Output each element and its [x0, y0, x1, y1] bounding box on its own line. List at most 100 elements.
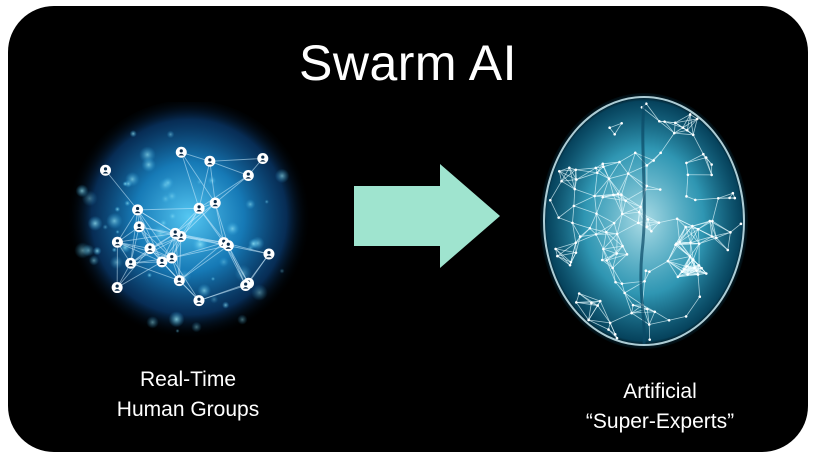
- brain-node: [708, 219, 712, 223]
- brain-node: [676, 275, 680, 279]
- brain-mesh-line: [692, 134, 704, 155]
- brain-mesh-line: [603, 233, 618, 250]
- bokeh-dot: [251, 284, 268, 301]
- person-node-icon: [193, 202, 205, 214]
- network-link: [105, 169, 138, 211]
- brain-mesh-line: [716, 237, 729, 251]
- brain-node: [726, 248, 730, 252]
- brain-mesh-line: [602, 161, 620, 165]
- brain-mesh-line: [667, 256, 691, 262]
- network-link: [137, 209, 176, 234]
- brain-mesh-line: [588, 305, 599, 321]
- brain-mesh-line: [576, 167, 596, 180]
- brain-mesh-line: [613, 222, 618, 235]
- brain-node: [560, 179, 563, 183]
- brain-node: [633, 151, 637, 155]
- brain-node: [624, 199, 627, 202]
- brain-node: [675, 217, 679, 221]
- brain-mesh-line: [573, 205, 597, 215]
- brain-mesh-line: [603, 245, 623, 250]
- brain-mesh-line: [621, 200, 626, 215]
- brain-mesh-line: [619, 161, 629, 174]
- brain-node: [575, 178, 578, 181]
- brain-mesh-line: [573, 195, 595, 207]
- brain-node: [684, 315, 688, 318]
- brain-mesh-line: [642, 304, 655, 313]
- brain-node: [715, 236, 718, 240]
- brain-node: [691, 258, 695, 261]
- brain-mesh-line: [606, 245, 623, 261]
- brain-mesh-line: [595, 231, 607, 235]
- brain-mesh-line: [557, 255, 571, 266]
- brain-node: [684, 225, 687, 229]
- brain-node: [673, 121, 677, 125]
- brain-mesh-line: [631, 305, 634, 314]
- right-caption-line1: Artificial: [623, 380, 697, 403]
- brain-mesh-line: [667, 260, 685, 270]
- brain-mesh-line: [597, 172, 610, 180]
- brain-mesh-line: [594, 195, 597, 214]
- brain-node: [644, 102, 648, 106]
- brain-mesh-line: [595, 234, 604, 250]
- brain-node: [710, 163, 713, 166]
- bokeh-dot: [122, 181, 128, 187]
- person-node-icon: [144, 243, 156, 255]
- network-link: [171, 245, 229, 259]
- brain-mesh-line: [697, 273, 707, 275]
- brain-node: [693, 198, 697, 202]
- brain-mesh-line: [555, 248, 577, 254]
- brain-mesh-line: [575, 167, 596, 171]
- brain-mesh-line: [675, 118, 698, 124]
- brain-mesh-line: [606, 260, 613, 269]
- brain-mesh-line: [558, 171, 562, 182]
- brain-node: [557, 169, 561, 173]
- brain-mesh-line: [594, 178, 610, 197]
- brain-node: [685, 265, 688, 268]
- brain-mesh-line: [651, 222, 660, 232]
- brain-mesh-line: [612, 267, 623, 284]
- brain-mesh-line: [589, 228, 597, 235]
- brain-mesh-line: [572, 222, 590, 229]
- brain-mesh-line: [648, 311, 656, 325]
- brain-node: [648, 270, 651, 273]
- brain-node: [600, 258, 604, 262]
- brain-mesh-line: [602, 232, 607, 250]
- brain-mesh-line: [549, 181, 562, 201]
- left-caption-line1: Real-Time: [139, 368, 237, 391]
- brain-node: [681, 126, 685, 129]
- brain-mesh-line: [647, 219, 652, 232]
- brain-mesh-line: [622, 211, 640, 215]
- brain-node: [659, 151, 662, 155]
- brain-mesh-line: [682, 271, 699, 275]
- brain-node: [698, 295, 702, 299]
- brain-mesh-line: [608, 329, 618, 339]
- person-node-icon: [240, 279, 252, 291]
- brain-mesh-line: [575, 236, 581, 253]
- brain-mesh-line: [576, 172, 598, 180]
- brain-mesh-line: [730, 223, 742, 233]
- brain-mesh-line: [595, 163, 603, 169]
- network-link: [180, 152, 216, 204]
- brain-node: [615, 232, 619, 236]
- brain-node: [650, 229, 653, 233]
- brain-mesh-line: [625, 200, 640, 213]
- brain-mesh-line: [679, 228, 699, 243]
- brain-node: [702, 152, 705, 156]
- brain-mesh-line: [682, 118, 698, 128]
- brain-node: [710, 235, 714, 238]
- brain-mesh-line: [682, 267, 702, 273]
- bokeh-dot: [222, 301, 230, 309]
- brain-mesh-line: [631, 312, 650, 325]
- brain-node: [733, 196, 737, 200]
- right-caption-line2: “Super-Experts”: [585, 410, 735, 433]
- brain-mesh-line: [669, 316, 687, 321]
- network-link: [139, 226, 176, 234]
- brain-node: [636, 221, 640, 225]
- brain-node: [620, 282, 624, 285]
- person-node-icon: [209, 197, 221, 209]
- brain-mesh-line: [576, 300, 601, 303]
- network-link: [179, 245, 229, 281]
- brain-mesh-line: [692, 220, 710, 227]
- brain-mesh-line: [572, 222, 581, 237]
- brain-mesh-line: [686, 153, 704, 164]
